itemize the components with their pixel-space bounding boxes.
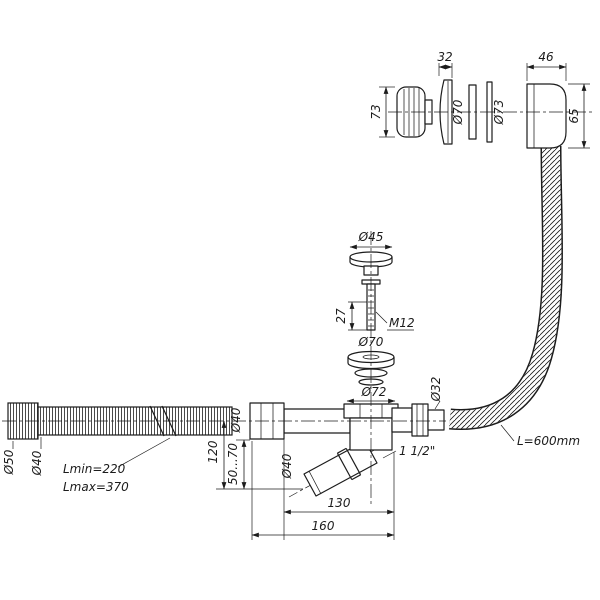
dimension-46: 46: [526, 50, 567, 81]
dim-46-label: 46: [538, 50, 554, 64]
dimension-27: 27: [334, 301, 367, 331]
dim-120-label: 120: [206, 440, 220, 463]
dim-130-label: 130: [328, 496, 351, 510]
overflow-elbow-body: [526, 83, 567, 149]
dia-40-hose-end-label: Ø40: [30, 450, 44, 476]
siphon-tee: [249, 402, 445, 451]
dim-27-label: 27: [334, 308, 348, 324]
dimension-50-70: 50...70: [226, 439, 250, 490]
label-m12: M12: [375, 311, 415, 331]
dimension-dia-50: Ø50: [2, 441, 16, 475]
dimension-dia-40-hose-end: Ø40: [30, 437, 44, 476]
label-length-range: Lmin=220 Lmax=370: [63, 437, 171, 494]
dia-70-overflow-label: Ø70: [451, 99, 465, 125]
lmin-label: Lmin=220: [63, 462, 126, 476]
m12-label: M12: [389, 316, 415, 330]
dia-50-label: Ø50: [2, 449, 16, 475]
dimension-160: 160: [251, 441, 395, 540]
dia-40-outlet-label: Ø40: [280, 453, 294, 479]
thread-size-label: 1 1/2": [399, 444, 435, 458]
overflow-port-nut: [411, 403, 429, 437]
dim-160-label: 160: [312, 519, 335, 533]
dia-73-overflow-label: Ø73: [492, 100, 506, 126]
dia-32-label: Ø32: [429, 377, 443, 403]
outlet-elbow: [288, 440, 379, 498]
hose-connector-stub: [427, 409, 445, 431]
dimension-dia-45: Ø45: [349, 230, 393, 250]
dim-65-label: 65: [567, 108, 581, 123]
hose-length-label: L=600mm: [517, 434, 580, 448]
dimension-73: 73: [369, 86, 395, 138]
overflow-assembly: [396, 79, 567, 149]
inlet-pipe-stub: [283, 408, 351, 434]
dimension-65: 65: [567, 83, 590, 149]
centerlines: [2, 111, 592, 505]
dia-45-label: Ø45: [358, 230, 384, 244]
dimension-120: 120: [206, 420, 303, 490]
dia-40-inlet-label: Ø40: [229, 407, 243, 433]
dim-73-label: 73: [369, 104, 383, 119]
overflow-hose: [449, 145, 564, 430]
label-hose-length: L=600mm: [500, 424, 580, 448]
dimension-dia-72: Ø72: [346, 385, 396, 404]
overflow-port: [391, 407, 413, 433]
lmax-label: Lmax=370: [63, 480, 129, 494]
dia-72-label: Ø72: [361, 385, 387, 399]
dimension-dia-32: Ø32: [429, 377, 443, 410]
dim-50-70-label: 50...70: [226, 443, 240, 485]
dim-32-label: 32: [437, 50, 452, 64]
dia-70-flange-label: Ø70: [358, 335, 384, 349]
dimension-32: 32: [437, 50, 453, 78]
dimension-130: 130: [283, 436, 395, 540]
